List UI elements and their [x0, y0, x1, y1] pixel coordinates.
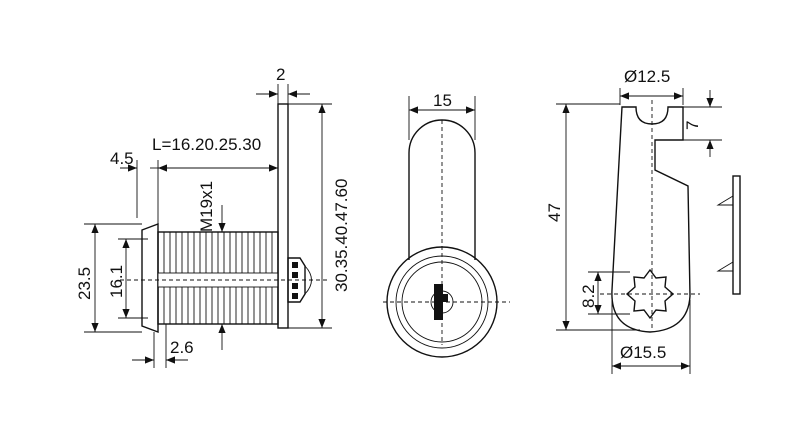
dim-flange-thickness: 2: [276, 65, 285, 84]
dim-body-diameter: 16.1: [107, 265, 126, 298]
cam-edge-view: [716, 175, 741, 295]
side-view: 2 30.35.40.47.60 L=16.20.25.30 4.5 M19x1…: [75, 65, 351, 368]
cam-outline: [611, 106, 691, 333]
dim-front-width: 15: [433, 91, 452, 110]
lock-flange: [141, 222, 159, 334]
key-slot: [434, 284, 443, 320]
mounting-plate: [277, 103, 289, 329]
front-view: 15: [383, 91, 510, 358]
dim-lip-thickness: 2.6: [170, 338, 194, 357]
dim-panel-height: 30.35.40.47.60: [332, 179, 351, 292]
cam-edge: [732, 175, 741, 295]
cam-view: Ø12.5 7 47 8.2 Ø15.5: [545, 67, 722, 374]
dim-flange-diameter: 23.5: [75, 267, 94, 300]
dim-rim-offset: 4.5: [110, 149, 134, 168]
dim-cam-star: 8.2: [579, 284, 598, 308]
dim-cam-length: 47: [545, 203, 564, 222]
cam-star-hole: [625, 268, 675, 320]
dim-cam-diameter: Ø15.5: [620, 343, 666, 362]
dim-body-length: L=16.20.25.30: [152, 135, 261, 154]
dim-cam-notch: 7: [683, 121, 702, 130]
thread-label: M19x1: [197, 181, 216, 232]
dim-cam-hole: Ø12.5: [624, 67, 670, 86]
